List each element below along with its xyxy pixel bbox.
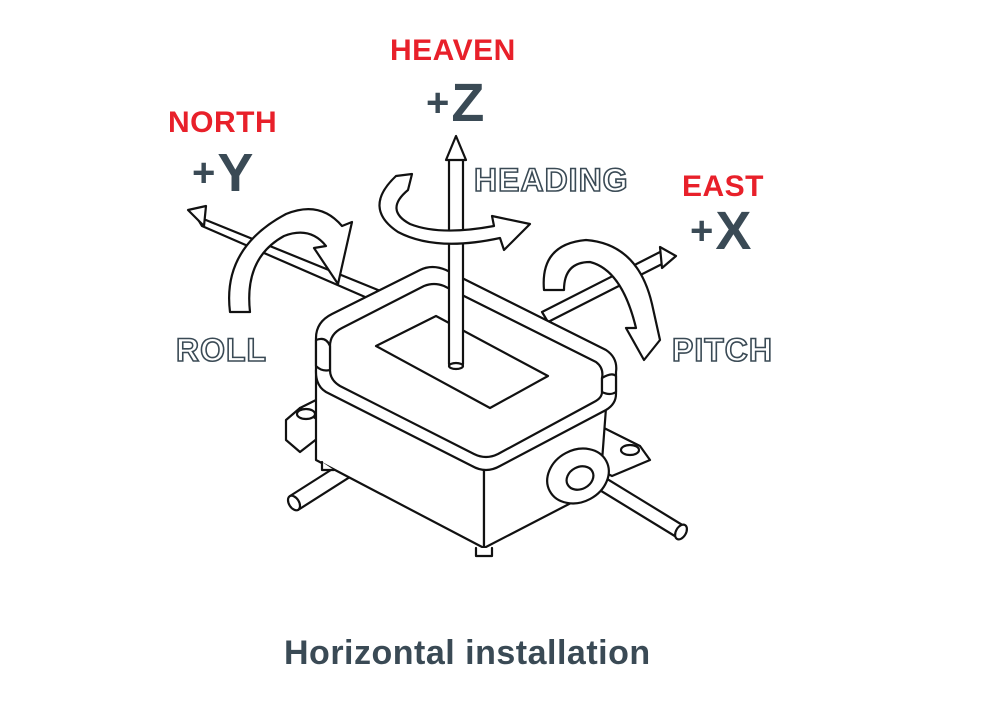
z-axis-sign: + [426,81,450,125]
heading-label: HEADING [473,162,629,198]
y-axis-arrowhead [186,204,208,228]
x-axis-arrowhead [658,245,678,270]
x-axis-letter: X [715,201,752,261]
x-axis-sign: + [690,209,714,253]
z-axis-letter: Z [451,73,485,133]
roll-rotation-arrow [228,208,354,314]
y-axis-sign: + [192,151,216,195]
east-label: EAST [682,170,765,203]
pitch-label: PITCH [671,332,773,368]
roll-label: ROLL [175,332,268,368]
heading-rotation-arrow [378,172,532,252]
y-axis-letter: Y [217,143,254,203]
north-label: NORTH [168,106,278,139]
x-axis-label: +X [690,204,751,258]
z-axis-arrowhead [444,134,468,162]
pitch-rotation-arrow [542,238,662,362]
z-axis-rod [444,134,468,371]
heaven-label: HEAVEN [390,34,516,67]
diagram-caption: Horizontal installation [284,634,651,672]
y-axis-label: +Y [192,146,253,200]
mounting-flange-right [598,424,652,478]
z-axis-label: +Z [426,76,484,130]
